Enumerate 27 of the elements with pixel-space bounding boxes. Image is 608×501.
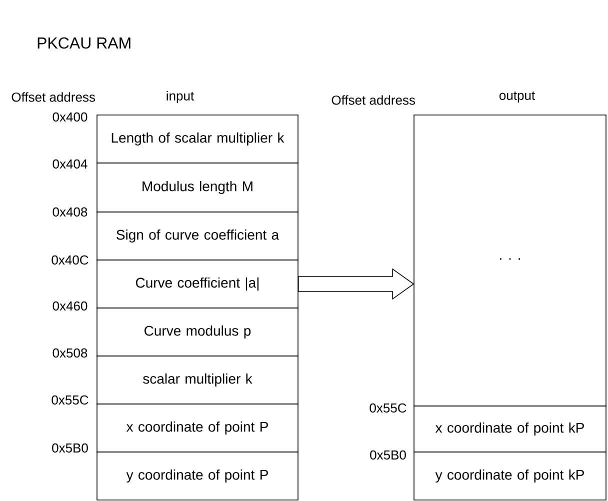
address-label: 0x400: [52, 112, 88, 122]
memory-cell: x coordinate of point P: [96, 404, 298, 452]
memory-cell: Curve coefficient |a|: [96, 260, 298, 308]
memory-cell: Sign of curve coefficient a: [96, 212, 298, 260]
memory-cell: Curve modulus p: [96, 308, 298, 356]
column-heading: output: [499, 91, 535, 103]
memory-cell: y coordinate of point kP: [414, 452, 606, 500]
memory-cell: Modulus length M: [96, 162, 298, 212]
address-label: 0x5B0: [370, 450, 406, 460]
block-arrow: [298, 268, 414, 300]
address-label: 0x55C: [52, 395, 88, 405]
address-label: 0x460: [52, 301, 88, 311]
address-label: 0x5B0: [52, 443, 88, 453]
memory-cell: · · ·: [414, 114, 606, 406]
address-label: 0x408: [52, 207, 88, 217]
memory-cell: x coordinate of point kP: [414, 406, 606, 452]
memory-cell: scalar multiplier k: [96, 356, 298, 404]
address-label: 0x404: [52, 159, 88, 169]
column-heading: input: [166, 90, 194, 104]
address-label: 0x508: [52, 348, 88, 358]
address-label: 0x55C: [370, 403, 406, 413]
memory-cell: y coordinate of point P: [96, 452, 298, 500]
column-heading: Offset address: [12, 92, 96, 102]
title: PKCAU RAM: [38, 37, 130, 49]
memory-cell: Length of scalar multiplier k: [96, 114, 298, 164]
address-label: 0x40C: [52, 255, 88, 265]
column-heading: Offset address: [332, 95, 416, 105]
